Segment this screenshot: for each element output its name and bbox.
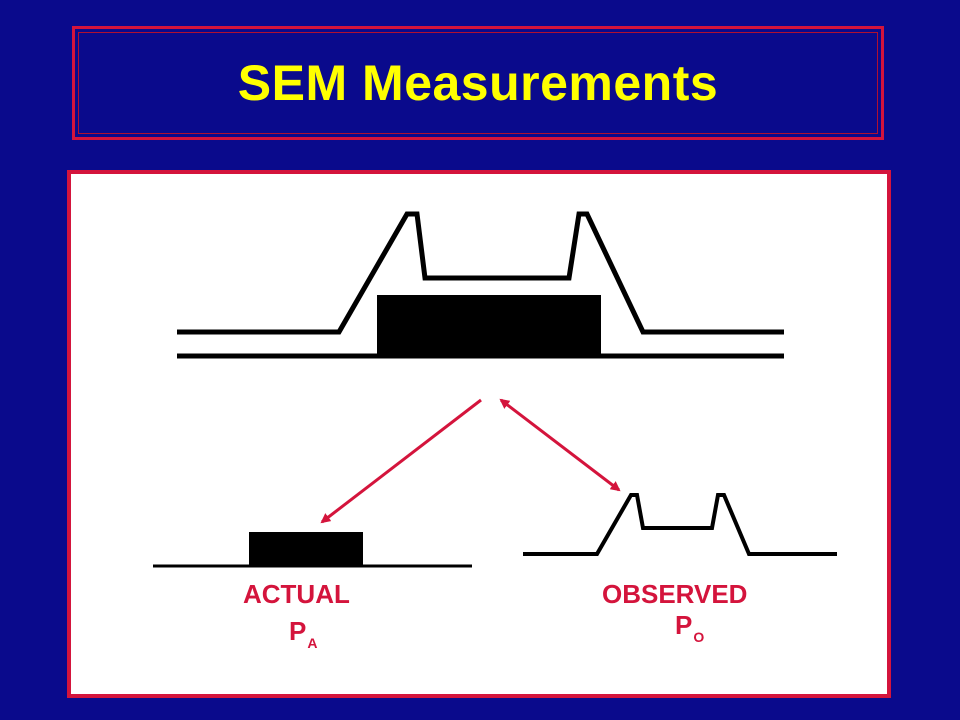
actual-profile-group	[153, 532, 472, 568]
combined-profile-group	[177, 211, 784, 359]
observed-pitch-letter: P	[675, 610, 693, 640]
observed-label: OBSERVED	[602, 579, 748, 609]
actual-pitch-symbol: PA	[289, 616, 317, 651]
title-frame: SEM Measurements	[72, 26, 884, 140]
arrow-to-observed	[499, 398, 621, 492]
actual-feature-block	[249, 532, 363, 566]
diagram-panel: ACTUAL PA OBSERVED PO	[67, 170, 891, 698]
observed-profile-group	[523, 493, 837, 556]
actual-feature-block-large	[377, 295, 601, 357]
observed-pitch-symbol: PO	[675, 610, 704, 645]
slide-title: SEM Measurements	[237, 55, 719, 111]
title-frame-inner-border	[78, 32, 878, 134]
actual-pitch-subscript: A	[307, 635, 318, 651]
observed-signal-trace-large	[177, 211, 784, 335]
sem-diagram	[153, 211, 837, 568]
actual-label: ACTUAL	[243, 579, 350, 609]
observed-pitch-subscript: O	[693, 629, 705, 645]
actual-pitch-letter: P	[289, 616, 307, 646]
observed-signal-trace	[523, 493, 837, 556]
arrow-to-actual	[320, 398, 482, 524]
